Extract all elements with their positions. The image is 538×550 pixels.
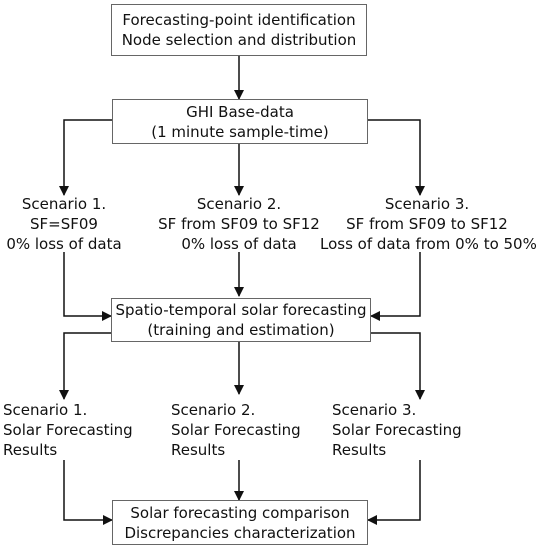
- scenario-3-title: Scenario 3.: [384, 195, 470, 213]
- arrow-forecasting-to-result-1: [59, 332, 111, 400]
- arrow-scenario-1-to-forecasting: [63, 252, 112, 321]
- result-3-subtitle: Solar Forecasting: [332, 421, 462, 439]
- arrow-result-3-to-comparison: [367, 460, 421, 525]
- result-2-label: Results: [171, 441, 226, 459]
- arrow-base-data-to-scenario-3: [368, 119, 425, 196]
- result-1-text: Scenario 1. Solar Forecasting Results: [3, 400, 153, 460]
- result-1-subtitle: Solar Forecasting: [3, 421, 133, 439]
- identification-box: Forecasting-point identification Node se…: [111, 4, 367, 56]
- forecasting-box: Spatio-temporal solar forecasting (train…: [111, 298, 371, 342]
- forecasting-line-2: (training and estimation): [147, 321, 335, 339]
- base-data-line-2: (1 minute sample-time): [151, 122, 329, 141]
- scenario-3-loss: Loss of data from 0% to 50%: [320, 235, 537, 253]
- base-data-line-1: GHI Base-data: [186, 102, 294, 121]
- result-3-title: Scenario 3.: [332, 401, 417, 419]
- result-2-subtitle: Solar Forecasting: [171, 421, 301, 439]
- comparison-line-2: Discrepancies characterization: [124, 523, 356, 542]
- comparison-line-1: Solar forecasting comparison: [130, 503, 350, 522]
- scenario-2-sf: SF from SF09 to SF12: [158, 215, 320, 233]
- base-data-box: GHI Base-data (1 minute sample-time): [112, 99, 368, 144]
- arrow-base-data-to-scenario-1: [59, 119, 112, 196]
- scenario-2-loss: 0% loss of data: [181, 235, 297, 253]
- scenario-3-sf: SF from SF09 to SF12: [346, 215, 508, 233]
- identification-line-2: Node selection and distribution: [121, 31, 357, 49]
- scenario-1-title: Scenario 1.: [21, 195, 107, 213]
- scenario-3-text: Scenario 3. SF from SF09 to SF12 Loss of…: [320, 194, 537, 254]
- result-1-label: Results: [3, 441, 58, 459]
- result-2-title: Scenario 2.: [171, 401, 256, 419]
- comparison-box: Solar forecasting comparison Discrepanci…: [112, 500, 368, 545]
- result-2-text: Scenario 2. Solar Forecasting Results: [171, 400, 321, 460]
- scenario-2-text: Scenario 2. SF from SF09 to SF12 0% loss…: [154, 194, 324, 254]
- result-3-label: Results: [332, 441, 387, 459]
- arrow-scenario-3-to-forecasting: [370, 252, 421, 321]
- scenario-1-sf: SF=SF09: [30, 215, 98, 233]
- forecasting-line-1: Spatio-temporal solar forecasting: [115, 301, 367, 319]
- identification-line-1: Forecasting-point identification: [122, 11, 356, 29]
- arrow-forecasting-to-result-3: [371, 332, 425, 400]
- result-1-title: Scenario 1.: [3, 401, 88, 419]
- arrow-result-1-to-comparison: [63, 460, 113, 525]
- scenario-1-text: Scenario 1. SF=SF09 0% loss of data: [4, 194, 124, 254]
- scenario-2-title: Scenario 2.: [196, 195, 282, 213]
- scenario-1-loss: 0% loss of data: [6, 235, 122, 253]
- result-3-text: Scenario 3. Solar Forecasting Results: [332, 400, 482, 460]
